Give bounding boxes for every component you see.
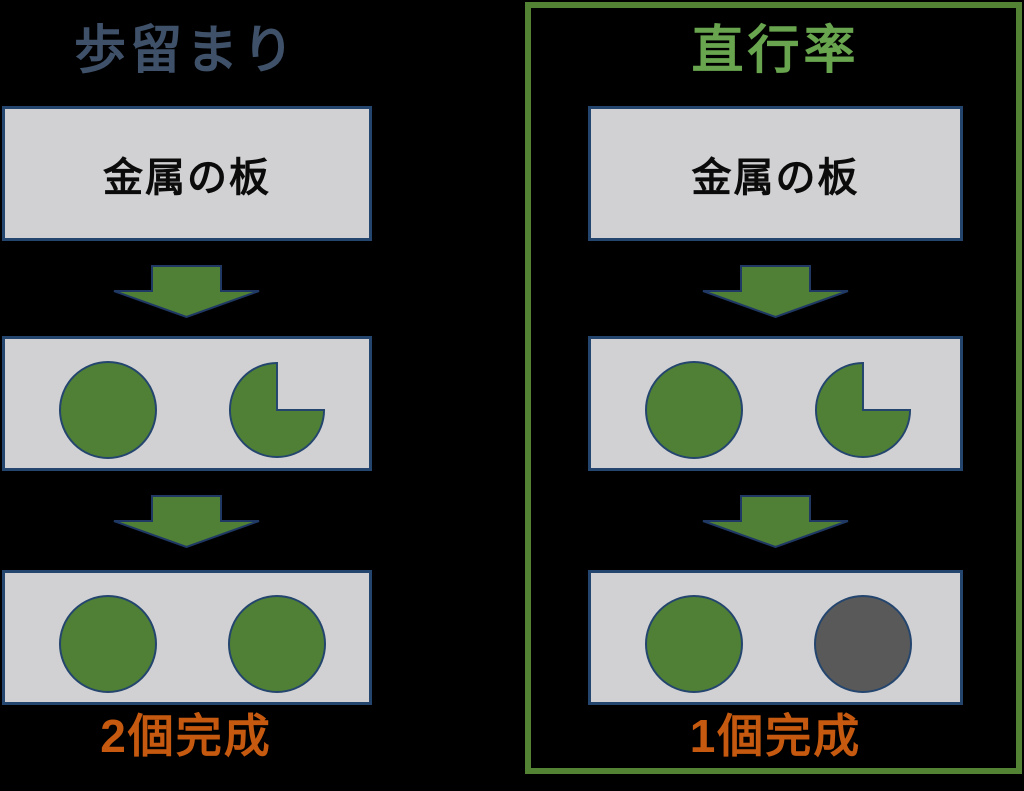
down-arrow-icon bbox=[113, 495, 260, 548]
fpy-metal-plate-label: 金属の板 bbox=[691, 155, 860, 200]
yield-panel-title: 歩留まり bbox=[73, 22, 298, 80]
fpy-result-label: 1個完成 bbox=[689, 710, 862, 762]
fpy-stage2-box bbox=[588, 336, 963, 471]
fpy-final-box bbox=[588, 570, 963, 705]
fpy-metal-plate-box: 金属の板 bbox=[588, 106, 963, 241]
good-part-circle bbox=[645, 360, 743, 459]
first-pass-yield-panel-title: 直行率 bbox=[691, 22, 860, 80]
first-pass-yield-frame bbox=[525, 2, 1022, 774]
yield-final-box bbox=[2, 570, 372, 705]
yield-metal-plate-label: 金属の板 bbox=[103, 155, 271, 200]
chipped-part-shape bbox=[814, 361, 912, 458]
down-arrow-icon bbox=[702, 265, 849, 318]
good-part-circle bbox=[228, 594, 326, 693]
defective-part-circle bbox=[814, 594, 912, 693]
yield-result-label: 2個完成 bbox=[100, 710, 272, 762]
good-part-circle bbox=[59, 594, 157, 693]
down-arrow-icon bbox=[113, 265, 260, 318]
down-arrow-icon bbox=[702, 495, 849, 548]
yield-metal-plate-box: 金属の板 bbox=[2, 106, 372, 241]
good-part-circle bbox=[59, 360, 157, 459]
yield-stage2-box bbox=[2, 336, 372, 471]
chipped-part-shape bbox=[228, 361, 326, 458]
good-part-circle bbox=[645, 594, 743, 693]
